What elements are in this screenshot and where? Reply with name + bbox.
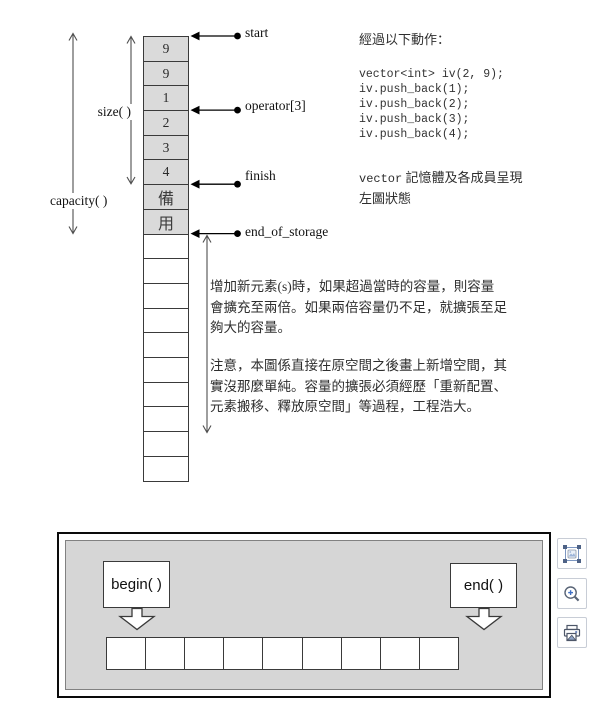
iterator-cell xyxy=(185,638,225,669)
paragraph-line: 夠大的容量。 xyxy=(210,320,291,336)
iterator-cell xyxy=(107,638,147,669)
paragraph-line: 會擴充至兩倍。如果兩倍容量仍不足，就擴張至足 xyxy=(210,299,507,315)
code-line: iv.push_back(3); xyxy=(359,113,470,127)
iterator-cell xyxy=(341,638,381,669)
memory-cell-empty xyxy=(144,234,188,260)
select-image-icon xyxy=(563,544,581,563)
paragraph-growth: 增加新元素(s)時，如果超過當時的容量，則容量 會擴充至兩倍。如果兩倍容量仍不足… xyxy=(210,277,507,339)
memory-cell-zigzag xyxy=(144,432,188,457)
result-note-text: 記憶體及各成員呈現 xyxy=(402,170,523,185)
memory-cell-empty xyxy=(144,308,188,334)
iterator-cell xyxy=(302,638,342,669)
begin-arrow-icon xyxy=(117,607,156,630)
memory-cell: 2 xyxy=(144,111,188,136)
capacity-label: capacity( ) xyxy=(49,193,109,209)
paragraph-line: 增加新元素(s)時，如果超過當時的容量，則容量 xyxy=(210,279,495,294)
end-arrow-icon xyxy=(464,607,503,630)
iterator-figure-panel: begin( ) end( ) xyxy=(65,540,543,690)
iterator-cell xyxy=(146,638,186,669)
iterator-cell xyxy=(380,638,420,669)
result-note-line1: vector 記憶體及各成員呈現 xyxy=(359,168,522,189)
memory-cell-empty xyxy=(144,407,188,432)
paragraph-note: 注意，本圖係直接在原空間之後畫上新增空間，其 實沒那麼單純。容量的擴張必須經歷「… xyxy=(210,356,507,418)
memory-cell-empty xyxy=(144,357,188,383)
memory-cell-empty xyxy=(144,283,188,309)
size-label: size( ) xyxy=(84,104,132,120)
pointer-arrows xyxy=(190,31,241,238)
paragraph-line: 元素搬移、釋放原空間」等過程，工程浩大。 xyxy=(210,399,480,415)
code-line: iv.push_back(1); xyxy=(359,83,470,97)
memory-cell: 4 xyxy=(144,160,188,186)
code-line: iv.push_back(2); xyxy=(359,98,470,112)
paragraph-line: 注意，本圖係直接在原空間之後畫上新增空間，其 xyxy=(210,358,507,373)
end-box: end( ) xyxy=(450,563,517,608)
memory-cell-spare: 用 xyxy=(144,209,188,235)
iterator-cell xyxy=(263,638,303,669)
zoom-in-icon xyxy=(564,585,580,601)
action-note-title: 經過以下動作： xyxy=(359,32,451,47)
print-image-button[interactable] xyxy=(557,617,587,648)
spare-space-extent-arrow xyxy=(202,234,212,434)
pointer-label-start: start xyxy=(245,25,269,40)
iterator-figure: begin( ) end( ) xyxy=(57,532,551,698)
vector-memory-column: 9 9 1 2 3 4 備 用 xyxy=(143,36,189,483)
memory-cell: 9 xyxy=(144,37,188,62)
memory-cell: 3 xyxy=(144,135,188,161)
pointer-label-operator3: operator[3] xyxy=(245,97,306,113)
select-image-button[interactable] xyxy=(557,538,587,569)
memory-cell-spare: 備 xyxy=(144,185,188,210)
memory-cell-empty xyxy=(144,333,188,358)
code-line: iv.push_back(4); xyxy=(359,128,470,142)
code-block: vector<int> iv(2, 9); iv.push_back(1); i… xyxy=(359,67,504,142)
memory-cell: 9 xyxy=(144,61,188,87)
memory-cell-empty xyxy=(144,456,188,482)
iterator-cell xyxy=(224,638,264,669)
paragraph-line: 實沒那麼單純。容量的擴張必須經歷「重新配置、 xyxy=(210,378,507,394)
diagram-arrows xyxy=(68,31,241,455)
pointer-label-finish: finish xyxy=(245,167,276,183)
result-note: vector 記憶體及各成員呈現 左圖狀態 xyxy=(359,168,522,208)
memory-cell-empty xyxy=(144,382,188,408)
iterator-cell-row xyxy=(106,637,459,670)
pointer-label-end-of-storage: end_of_storage xyxy=(245,224,329,239)
print-image-icon xyxy=(563,624,581,641)
code-line: vector<int> iv(2, 9); xyxy=(359,68,504,81)
iterator-cell xyxy=(419,638,458,669)
memory-cell: 1 xyxy=(144,86,188,112)
result-note-line2: 左圖狀態 xyxy=(359,191,412,206)
memory-cell-empty xyxy=(144,259,188,284)
result-note-keyword: vector xyxy=(359,172,403,186)
begin-box: begin( ) xyxy=(103,561,170,608)
zoom-in-button[interactable] xyxy=(557,578,587,609)
